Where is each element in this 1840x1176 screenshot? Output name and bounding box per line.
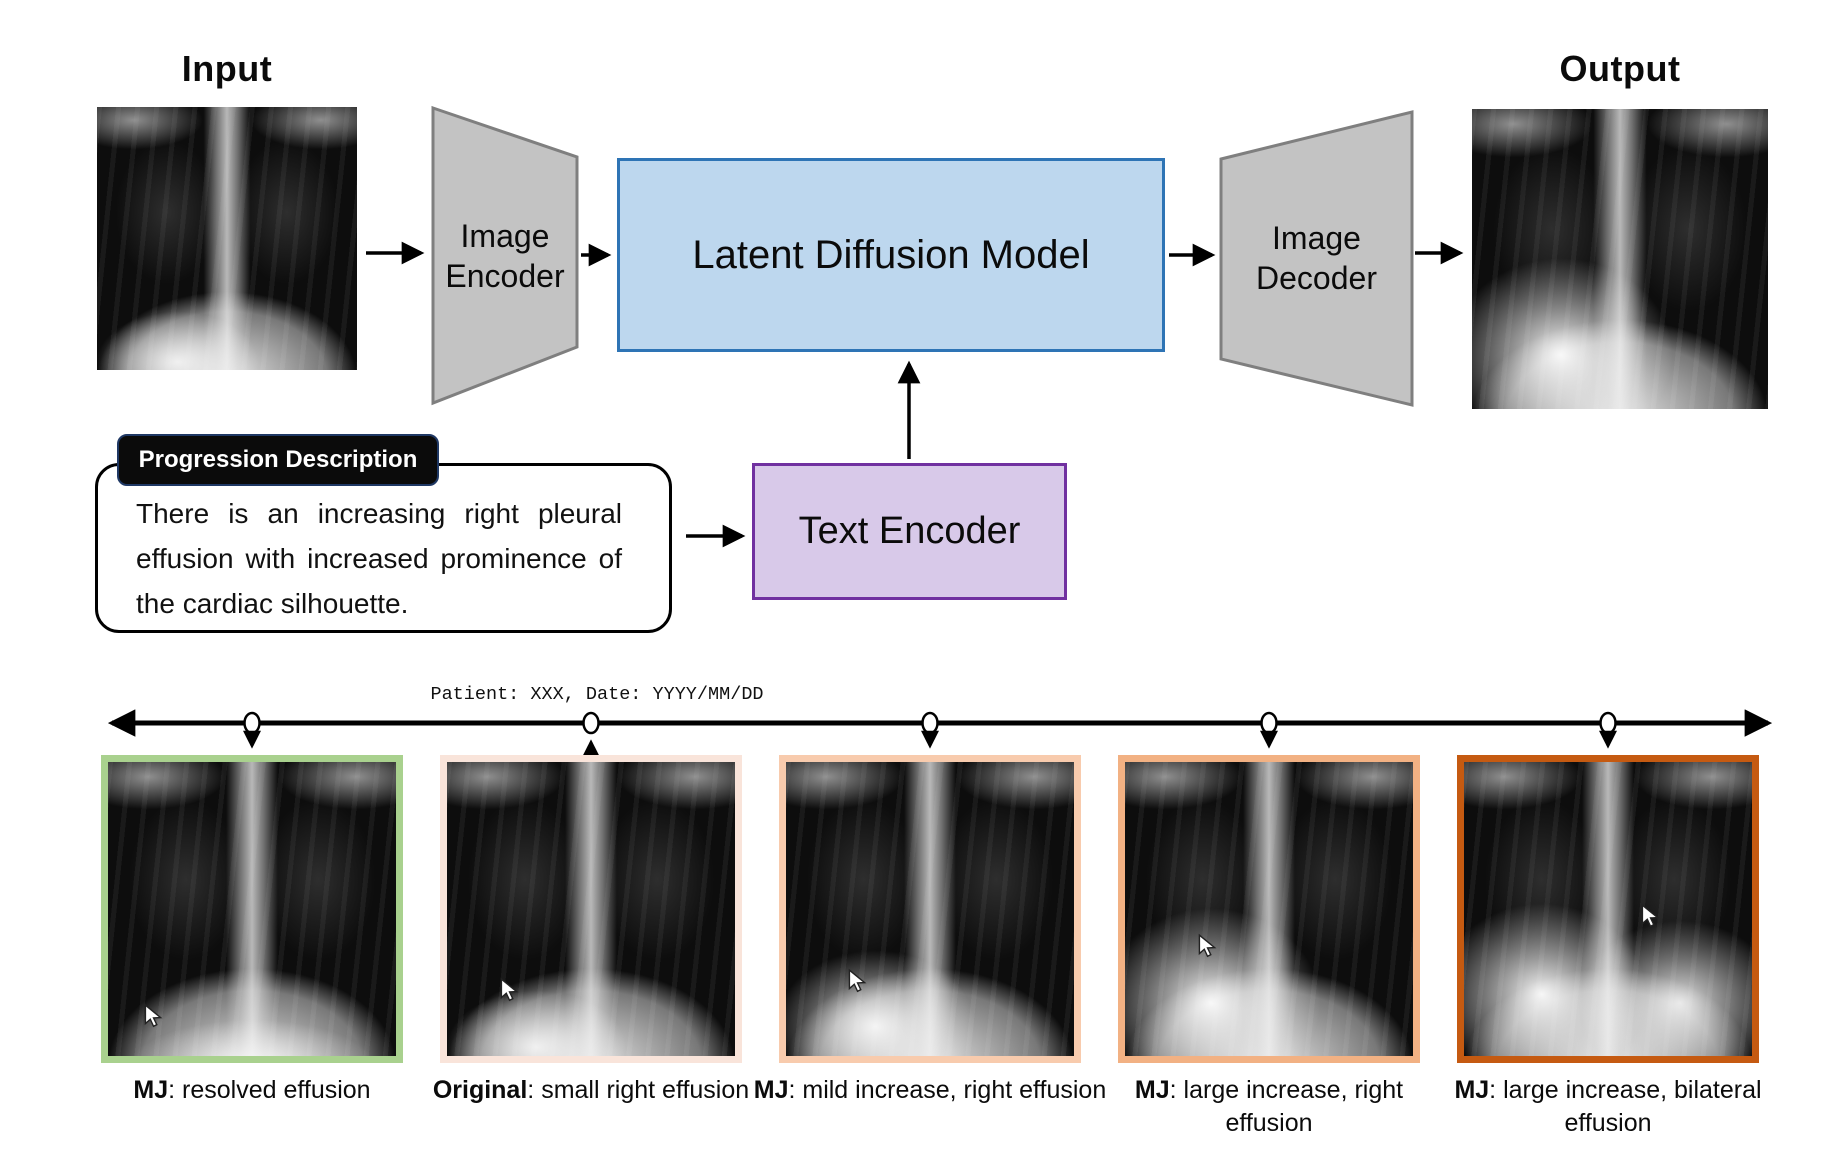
chest-xray-art (97, 107, 357, 370)
pointer-cursor-icon (144, 1003, 163, 1028)
output-title: Output (1559, 48, 1681, 89)
caption-large-increase-right: MJ: large increase, right effusion (1089, 1074, 1449, 1140)
chest-xray-art (447, 762, 735, 1056)
caption-large-increase-bilateral: MJ: large increase, bilateral effusion (1428, 1074, 1788, 1140)
caption-mild-increase: MJ: mild increase, right effusion (750, 1074, 1110, 1107)
timeline-image-mild-increase (779, 755, 1081, 1063)
caption-text: : resolved effusion (168, 1076, 371, 1104)
pointer-cursor-icon (848, 968, 867, 993)
caption-prefix: MJ (1134, 1076, 1170, 1104)
timeline-image-original (440, 755, 742, 1063)
text-encoder-box: Text Encoder (752, 463, 1067, 600)
chest-xray-art (1464, 762, 1752, 1056)
timeline-node-2 (582, 711, 600, 735)
progression-description-text: There is an increasing right pleural eff… (136, 498, 622, 619)
pointer-cursor-icon (1198, 933, 1217, 957)
timeline-node-4 (1260, 711, 1278, 735)
timeline-axis-label: Patient: XXX, Date: YYYY/MM/DD (430, 684, 764, 705)
caption-text: : mild increase, right effusion (788, 1076, 1107, 1104)
caption-text: : large increase, right effusion (1169, 1076, 1404, 1137)
chest-xray-art (108, 762, 396, 1056)
caption-text: : small right effusion (527, 1076, 750, 1104)
chest-xray-art (1472, 109, 1768, 409)
caption-prefix: Original (432, 1076, 528, 1104)
caption-prefix: MJ (753, 1076, 789, 1104)
timeline-node-1 (243, 711, 261, 735)
latent-diffusion-model-box: Latent Diffusion Model (617, 158, 1165, 352)
timeline-image-resolved (101, 755, 403, 1063)
chest-xray-art (1125, 762, 1413, 1056)
caption-text: : large increase, bilateral effusion (1489, 1076, 1762, 1137)
progression-description-title: Progression Description (117, 434, 439, 486)
pointer-cursor-icon (500, 977, 519, 1001)
caption-resolved: MJ: resolved effusion (72, 1074, 432, 1107)
timeline-image-large-increase-bilateral (1457, 755, 1759, 1063)
caption-original: Original: small right effusion (411, 1074, 771, 1107)
timeline-node-3 (921, 711, 939, 735)
progression-description-box: There is an increasing right pleural eff… (95, 463, 672, 633)
image-encoder-label: Image Encoder (445, 217, 565, 294)
image-decoder-label: Image Decoder (1256, 219, 1377, 296)
timeline-node-5 (1599, 711, 1617, 735)
timeline-image-large-increase-right (1118, 755, 1420, 1063)
input-xray-image (97, 107, 357, 370)
caption-prefix: MJ (1454, 1076, 1490, 1104)
input-title: Input (181, 48, 273, 89)
caption-prefix: MJ (133, 1076, 169, 1104)
pointer-cursor-icon (1641, 903, 1660, 928)
chest-xray-art (786, 762, 1074, 1056)
output-xray-image (1472, 109, 1768, 409)
